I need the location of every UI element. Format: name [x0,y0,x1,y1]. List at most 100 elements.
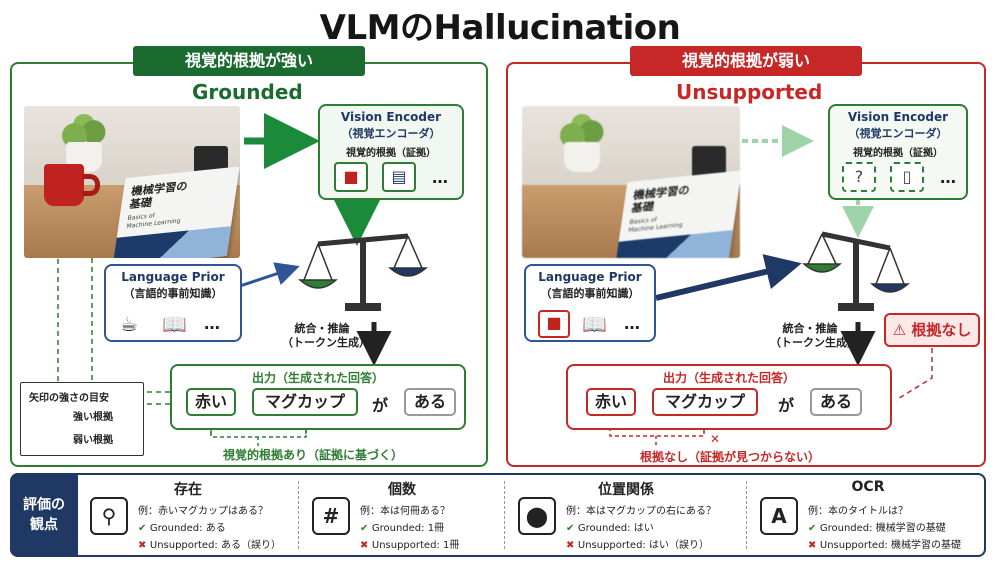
cross-mark-icon: ✕ [710,432,720,446]
vision-encoder-box-right: Vision Encoder （視覚エンコーダ） 視覚的根拠（証拠） ? ▯ … [828,104,968,200]
output-title: 出力（生成された回答） [662,371,795,385]
warning-icon: ⚠ [892,321,912,339]
mug-outline-icon: ☕ [120,312,138,336]
unsupported-subtitle: Unsupported [676,80,823,104]
legend-weak-label: 弱い根拠 [73,435,113,446]
check-icon: ✔ [808,523,820,534]
red-mug-icon [44,164,84,206]
mug-evidence-icon: ■ [334,162,368,192]
criterion-unsupported: Unsupported: はい（誤り） [577,540,709,551]
search-icon: ⚲ [90,497,128,535]
encoder-title: Vision Encoder [340,110,442,124]
no-evidence-warning: ⚠ 根拠なし [884,313,980,347]
divider [746,481,747,549]
prior-title: Language Prior [121,270,225,284]
check-icon: ✔ [360,523,372,534]
criterion-count: # 個数 例：本は何冊ある？ ✔ Grounded: 1冊 ✖ Unsuppor… [304,473,500,557]
token-red: 赤い [186,388,236,416]
language-prior-box-left: Language Prior （言語的事前知識） ☕ 📖 … [104,264,242,342]
token-red: 赤い [586,388,636,416]
more-evidence-dots: … [432,168,448,187]
balance-scale-right [802,231,910,311]
prior-subtitle: （言語的事前知識） [123,287,223,300]
criterion-position: ⬤ 位置関係 例：本はマグカップの右にある？ ✔ Grounded: はい ✖ … [510,473,742,557]
criterion-title: 位置関係 [598,482,654,498]
token-mug: マグカップ [252,388,358,416]
criterion-grounded: Grounded: ある [149,523,226,534]
token-ga: が [372,396,389,415]
criterion-grounded: Grounded: 機械学習の基礎 [819,523,946,534]
weak-evidence-banner: 視覚的根拠が弱い [630,46,862,76]
encoder-subtitle: （視覚エンコーダ） [848,127,948,140]
scene-photo-right: 機械学習の 基礎 Basics of Machine Learning [522,106,740,258]
encoder-title: Vision Encoder [847,110,949,124]
open-book-icon: 📖 [582,312,607,336]
book-subtitle: Basics of Machine Learning [125,212,182,230]
criterion-example: 例：本のタイトルは？ [808,506,908,517]
more-evidence-dots: … [940,168,956,187]
divider [298,481,299,549]
open-book-icon: 📖 [162,312,187,336]
vision-encoder-box-left: Vision Encoder （視覚エンコーダ） 視覚的根拠（証拠） ■ ▤ … [318,104,464,200]
token-ga: が [778,396,795,415]
prior-subtitle: （言語的事前知識） [540,287,640,300]
grounded-caption: 視覚的根拠あり（証拠に基づく） [222,448,403,462]
integrate-label-left: 統合・推論 （トークン生成） [282,322,370,349]
criterion-title: 存在 [174,482,202,498]
evaluation-label: 評価の 観点 [10,473,78,557]
encoder-evidence-label: 視覚的根拠（証拠） [853,148,943,159]
book-title: 機械学習の 基礎 [630,183,691,216]
question-evidence-icon: ? [842,162,876,192]
cross-icon: ✖ [138,540,150,551]
book-evidence-icon: ▯ [890,162,924,192]
encoder-subtitle: （視覚エンコーダ） [341,127,441,140]
location-pin-icon: ⬤ [518,497,556,535]
check-icon: ✔ [138,523,150,534]
more-prior-dots: … [204,314,220,333]
encoder-evidence-label: 視覚的根拠（証拠） [346,148,436,159]
criterion-example: 例：本は何冊ある？ [360,506,450,517]
divider [504,481,505,549]
token-aru: ある [810,388,862,416]
book-title: 機械学習の 基礎 [128,179,189,212]
criterion-grounded: Grounded: はい [577,523,654,534]
criterion-title: OCR [851,479,885,495]
output-title: 出力（生成された回答） [251,371,384,385]
criterion-unsupported: Unsupported: 1冊 [371,540,460,551]
book-icon: 機械学習の 基礎 Basics of Machine Learning [112,166,240,258]
legend-title: 矢印の強さの目安 [29,393,109,404]
book-icon: 機械学習の 基礎 Basics of Machine Learning [614,170,740,258]
warning-label: 根拠なし [911,321,972,339]
scene-photo-left: 機械学習の 基礎 Basics of Machine Learning [24,106,240,258]
book-evidence-icon: ▤ [382,162,416,192]
strong-evidence-banner: 視覚的根拠が強い [133,46,365,76]
prior-title: Language Prior [538,270,642,284]
criterion-ocr: A OCR 例：本のタイトルは？ ✔ Grounded: 機械学習の基礎 ✖ U… [752,473,984,557]
unsupported-caption: 根拠なし（証拠が見つからない） [639,450,820,464]
page-title: VLMのHallucination [319,8,681,48]
cross-icon: ✖ [566,540,578,551]
token-mug: マグカップ [652,388,758,416]
check-icon: ✔ [566,523,578,534]
arrow-legend: 矢印の強さの目安 強い根拠 弱い根拠 [20,382,144,456]
language-prior-box-right: Language Prior （言語的事前知識） ■ 📖 … [524,264,656,342]
cross-icon: ✖ [360,540,372,551]
letter-a-icon: A [760,497,798,535]
criterion-unsupported: Unsupported: 機械学習の基礎 [819,540,961,551]
evaluation-strip [10,473,986,557]
criterion-existence: ⚲ 存在 例：赤いマグカップはある？ ✔ Grounded: ある ✖ Unsu… [82,473,294,557]
token-aru: ある [404,388,456,416]
cross-icon: ✖ [808,540,820,551]
output-to-mug-dashed-arrow [86,219,170,393]
hash-icon: # [312,497,350,535]
prior-to-scale-strong-arrow [655,254,802,301]
more-prior-dots: … [624,314,640,333]
integrate-label-right: 統合・推論 （トークン生成） [770,322,858,349]
criterion-example: 例：本はマグカップの右にある？ [566,506,716,517]
prior-to-scale-weak-arrow [239,262,300,288]
criterion-grounded: Grounded: 1冊 [371,523,445,534]
balance-scale-left [298,233,428,311]
criterion-title: 個数 [388,482,416,498]
criterion-example: 例：赤いマグカップはある？ [138,506,268,517]
warning-dashed-line [895,348,933,401]
